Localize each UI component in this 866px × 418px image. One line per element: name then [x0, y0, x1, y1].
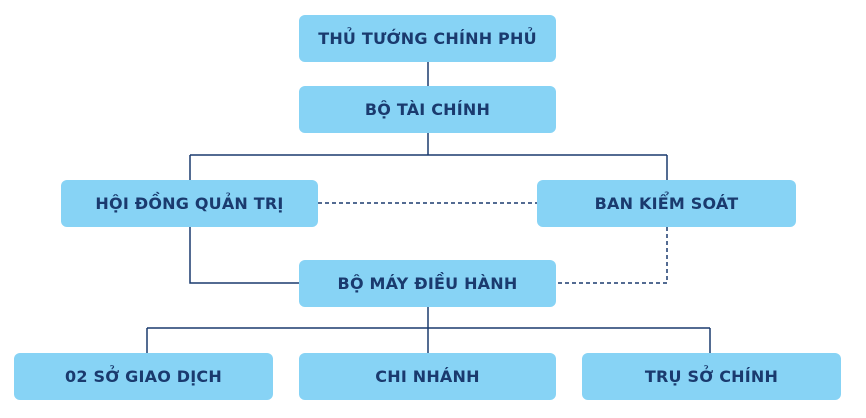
node-supervisory-board: BAN KIỂM SOÁT	[537, 180, 796, 227]
node-ministry-of-finance: BỘ TÀI CHÍNH	[299, 86, 556, 133]
line-dashed-control-to-exec	[556, 227, 668, 284]
node-prime-minister: THỦ TƯỚNG CHÍNH PHỦ	[299, 15, 556, 62]
node-headquarters: TRỤ SỞ CHÍNH	[582, 353, 841, 400]
node-board-of-directors: HỘI ĐỒNG QUẢN TRỊ	[61, 180, 318, 227]
node-executive-apparatus: BỘ MÁY ĐIỀU HÀNH	[299, 260, 556, 307]
line-board-to-exec	[189, 227, 299, 284]
node-transaction-offices: 02 SỞ GIAO DỊCH	[14, 353, 273, 400]
node-branches: CHI NHÁNH	[299, 353, 556, 400]
